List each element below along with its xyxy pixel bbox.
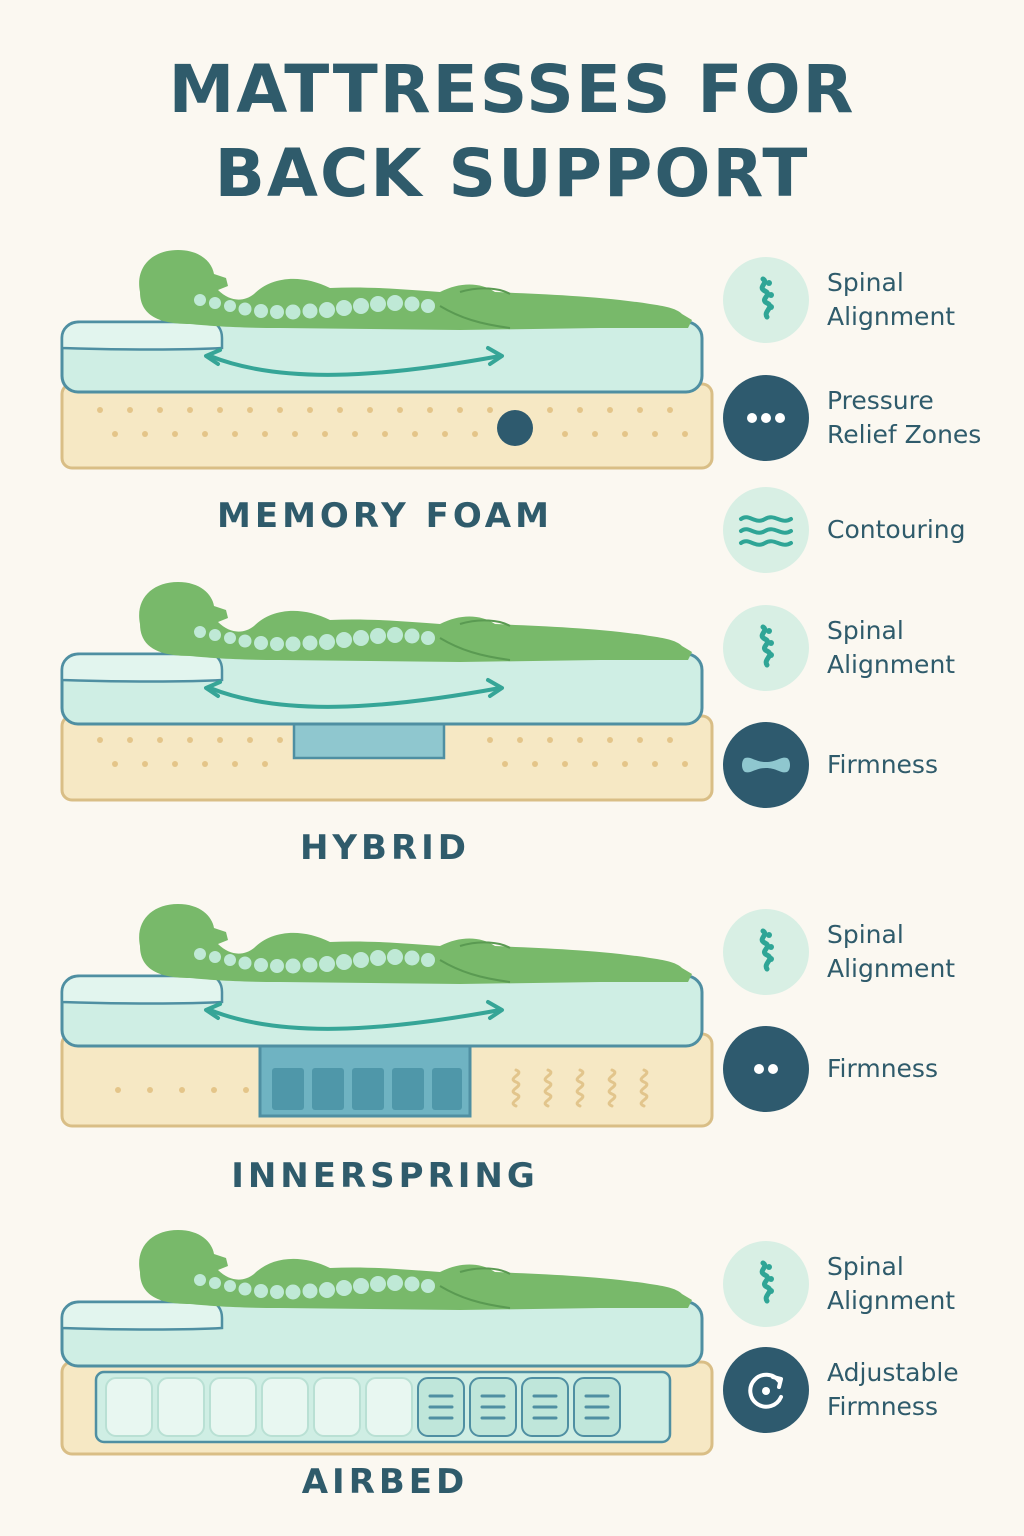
feature-line-1: Firmness <box>827 1054 938 1083</box>
mattress-label-airbed: AIRBED <box>301 1462 469 1502</box>
feature-spinal-alignment: Spinal Alignment <box>723 605 1023 695</box>
page-title: MATTRESSES FOR BACK SUPPORT <box>0 48 1024 216</box>
feature-spinal-alignment: Spinal Alignment <box>723 1241 1023 1331</box>
hybrid-illustration <box>60 581 714 802</box>
mattress-label-memory-foam: MEMORY FOAM <box>217 496 553 536</box>
feature-firmness: Firmness <box>723 1026 1023 1116</box>
airbed-illustration <box>60 1229 714 1456</box>
feature-line-1: Spinal <box>827 1252 904 1281</box>
title-line-1: MATTRESSES FOR <box>168 51 856 128</box>
innerspring-illustration <box>60 903 714 1128</box>
dots-icon <box>723 375 809 461</box>
feature-contouring: Contouring <box>723 487 1023 577</box>
bone-icon <box>723 722 809 808</box>
spine-icon <box>723 605 809 691</box>
mattress-label-innerspring: INNERSPRING <box>231 1156 539 1196</box>
feature-line-1: Spinal <box>827 268 904 297</box>
two-dots-icon <box>723 1026 809 1112</box>
spine-icon <box>723 909 809 995</box>
spine-icon <box>723 1241 809 1327</box>
waves-icon <box>723 487 809 573</box>
rotate-icon <box>723 1347 809 1433</box>
feature-firmness: Firmness <box>723 722 1023 812</box>
feature-line-1: Contouring <box>827 515 966 544</box>
feature-line-1: Pressure <box>827 386 934 415</box>
feature-line-2: Relief Zones <box>827 420 982 449</box>
mattress-label-hybrid: HYBRID <box>299 828 471 868</box>
spine-icon <box>723 257 809 343</box>
feature-spinal-alignment: Spinal Alignment <box>723 257 1023 347</box>
feature-line-2: Alignment <box>827 650 956 679</box>
title-line-2: BACK SUPPORT <box>214 135 810 212</box>
feature-pressure-relief: Pressure Relief Zones <box>723 375 1023 465</box>
feature-line-2: Alignment <box>827 1286 956 1315</box>
feature-line-2: Alignment <box>827 302 956 331</box>
feature-adjustable-firmness: Adjustable Firmness <box>723 1347 1023 1437</box>
feature-line-1: Firmness <box>827 750 938 779</box>
feature-spinal-alignment: Spinal Alignment <box>723 909 1023 999</box>
feature-line-2: Alignment <box>827 954 956 983</box>
feature-line-2: Firmness <box>827 1392 938 1421</box>
feature-line-1: Spinal <box>827 920 904 949</box>
feature-line-1: Spinal <box>827 616 904 645</box>
memory-foam-illustration <box>60 249 714 470</box>
feature-line-1: Adjustable <box>827 1358 959 1387</box>
